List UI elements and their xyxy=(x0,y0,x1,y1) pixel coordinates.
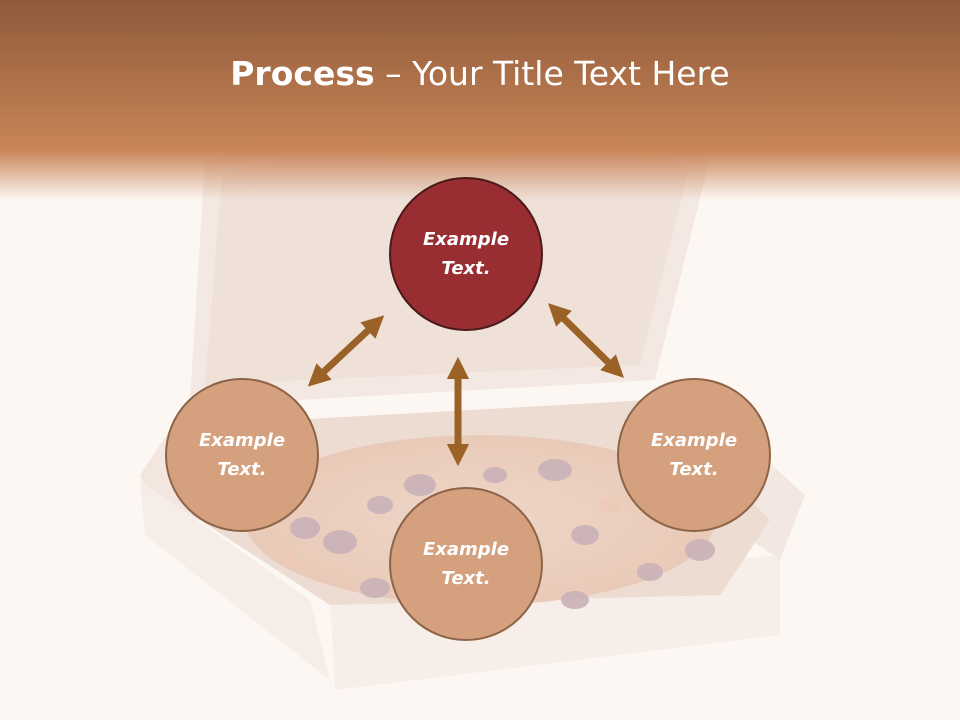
process-node-center-text: Example Text. xyxy=(422,229,510,279)
process-node-left[interactable]: Example Text. xyxy=(165,378,319,532)
box-front-left xyxy=(140,480,330,680)
slide-title: Process – Your Title Text Here xyxy=(0,52,960,96)
process-node-right-text: Example Text. xyxy=(650,430,738,480)
process-node-right[interactable]: Example Text. xyxy=(617,378,771,532)
header-band xyxy=(0,0,960,200)
process-node-bottom-text: Example Text. xyxy=(422,539,510,589)
title-bold: Process xyxy=(230,54,375,93)
title-rest: – Your Title Text Here xyxy=(374,54,730,93)
process-node-left-text: Example Text. xyxy=(198,430,286,480)
process-node-center[interactable]: Example Text. xyxy=(389,177,543,331)
olives xyxy=(290,459,715,609)
process-node-bottom[interactable]: Example Text. xyxy=(389,487,543,641)
